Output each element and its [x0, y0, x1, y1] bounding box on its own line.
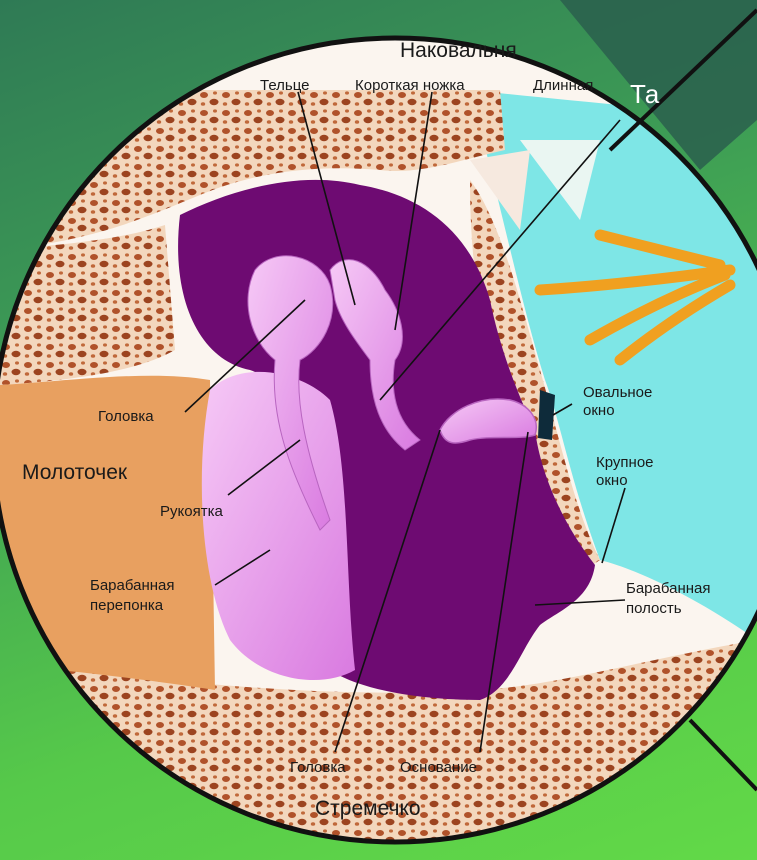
slide-diagonal-bottom: [690, 720, 757, 790]
label-incus-short-leg: Короткая ножка: [355, 77, 465, 94]
label-incus-long-leg: Длинная: [533, 77, 593, 94]
oval-window-mark: [538, 390, 555, 440]
label-malleus: Молоточек: [22, 461, 128, 484]
label-stapes-head: Головка: [290, 759, 346, 776]
label-round-window-1: Крупное: [596, 454, 654, 471]
slide-title-fragment: Та: [630, 79, 660, 109]
label-stapes-base: Основание: [400, 759, 477, 776]
label-oval-window-1: Овальное: [583, 384, 652, 401]
label-incus-body: Тельце: [260, 77, 310, 94]
label-oval-window-2: окно: [583, 402, 615, 419]
label-round-window-2: окно: [596, 472, 628, 489]
label-eardrum-2: перепонка: [90, 597, 164, 614]
label-malleus-head: Головка: [98, 408, 154, 425]
temporal-bone-left: [0, 225, 175, 385]
label-incus-title: Наковальня: [400, 39, 517, 62]
label-eardrum-1: Барабанная: [90, 577, 175, 594]
label-malleus-handle: Рукоятка: [160, 503, 223, 520]
label-tympanic-cavity-1: Барабанная: [626, 580, 711, 597]
label-tympanic-cavity-2: полость: [626, 600, 682, 617]
label-stapes: Стремечко: [315, 797, 421, 820]
